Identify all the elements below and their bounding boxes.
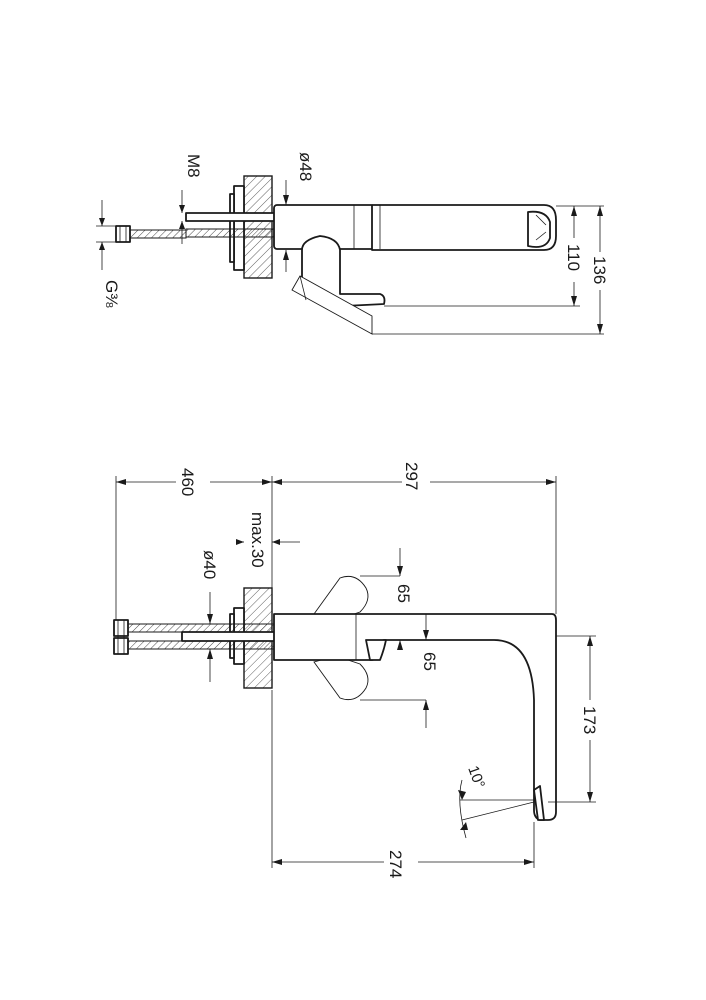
flange-rim-top xyxy=(229,193,235,263)
top-view: ø48 M8 G⅜ 110 136 xyxy=(96,152,609,335)
mounting-rod-top xyxy=(185,212,283,222)
dim-173-label: 173 xyxy=(580,706,599,734)
mounting-rod-side xyxy=(181,631,279,642)
spout-side xyxy=(273,613,557,821)
dim-diameter-48-label: ø48 xyxy=(296,152,315,181)
dim-max30-label: max.30 xyxy=(248,512,267,568)
spout-joint-lines xyxy=(353,205,381,249)
dim-136-label: 136 xyxy=(590,256,609,284)
supply-hose-upper xyxy=(127,623,279,633)
dim-65-lower-label: 65 xyxy=(420,652,439,671)
side-view: 460 297 max.30 ø40 65 65 xyxy=(113,462,599,878)
dim-10deg-label: 10° xyxy=(464,764,488,791)
hose-nut-upper xyxy=(113,619,129,637)
dim-110-label: 110 xyxy=(564,244,583,271)
dim-460-label: 460 xyxy=(178,468,197,496)
aerator-top xyxy=(527,210,551,248)
flange-plate-top xyxy=(233,185,245,271)
lever-ghost-upper xyxy=(313,575,369,621)
dim-274-label: 274 xyxy=(386,850,405,878)
dim-g38-label: G⅜ xyxy=(102,280,121,308)
spout-top xyxy=(371,204,557,251)
wall-section-top xyxy=(243,175,273,279)
dim-m8-label: M8 xyxy=(184,154,203,178)
aerator-side xyxy=(533,785,545,821)
supply-hose-lower xyxy=(127,640,279,650)
hose-nut-lower xyxy=(113,637,129,655)
lever-ghost-top xyxy=(291,275,373,335)
dim-65-upper-label: 65 xyxy=(394,584,413,603)
mounting-rod-top-lower xyxy=(185,228,283,238)
dim-297-label: 297 xyxy=(402,462,421,490)
lever-handle-side xyxy=(365,639,387,661)
hose-nut-top xyxy=(115,225,131,243)
lever-ghost-lower xyxy=(313,655,369,701)
dim-diameter-40-label: ø40 xyxy=(200,550,219,579)
supply-hose-top xyxy=(129,229,187,239)
